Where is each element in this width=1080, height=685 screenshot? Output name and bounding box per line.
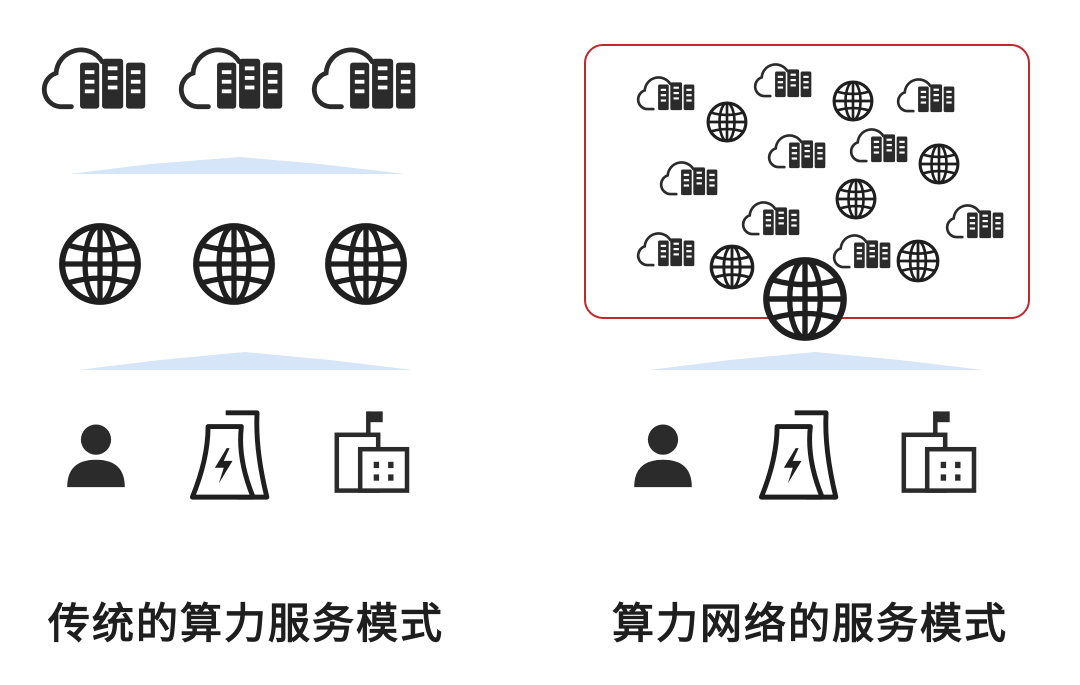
- globe-icon: [328, 226, 404, 302]
- traditional-network-layer: [62, 226, 404, 302]
- resource-pool: [636, 63, 1005, 337]
- traditional-resource-layer: [44, 50, 415, 109]
- computing-network-panel: [584, 44, 1030, 497]
- globe-icon: [709, 244, 755, 290]
- factory-building-icon: [337, 411, 407, 490]
- globe-icon: [766, 260, 843, 337]
- connector-band: [648, 352, 983, 370]
- computing-network-user-layer: [634, 411, 974, 497]
- cloud-server-icon: [832, 234, 892, 270]
- power-plant-icon: [761, 413, 835, 497]
- cloud-server-icon: [945, 204, 1005, 240]
- cloud-server-icon: [896, 78, 956, 114]
- globe-icon: [706, 101, 748, 143]
- cloud-server-icon: [849, 128, 909, 164]
- cloud-server-icon: [636, 232, 696, 268]
- globe-icon: [918, 143, 960, 185]
- power-plant-icon: [192, 413, 266, 497]
- cloud-server-icon: [753, 63, 813, 99]
- cloud-server-icon: [314, 50, 415, 109]
- traditional-mode-caption: 传统的算力服务模式: [48, 599, 445, 648]
- globe-icon: [62, 226, 138, 302]
- computing-network-caption: 算力网络的服务模式: [612, 599, 1009, 648]
- cloud-server-icon: [767, 134, 827, 170]
- cloud-server-icon: [659, 161, 719, 197]
- globe-icon: [835, 178, 877, 220]
- cloud-server-icon: [741, 201, 801, 237]
- traditional-user-layer: [67, 411, 407, 497]
- factory-building-icon: [904, 411, 974, 490]
- user-icon: [67, 424, 125, 488]
- user-icon: [634, 424, 692, 488]
- cloud-server-icon: [44, 50, 145, 109]
- globe-icon: [196, 226, 272, 302]
- globe-icon: [896, 239, 940, 283]
- connector-band: [70, 157, 405, 174]
- cloud-server-icon: [636, 76, 696, 112]
- traditional-mode-panel: [44, 50, 415, 497]
- globe-icon: [832, 80, 874, 122]
- connector-band: [78, 352, 413, 370]
- cloud-server-icon: [181, 50, 282, 109]
